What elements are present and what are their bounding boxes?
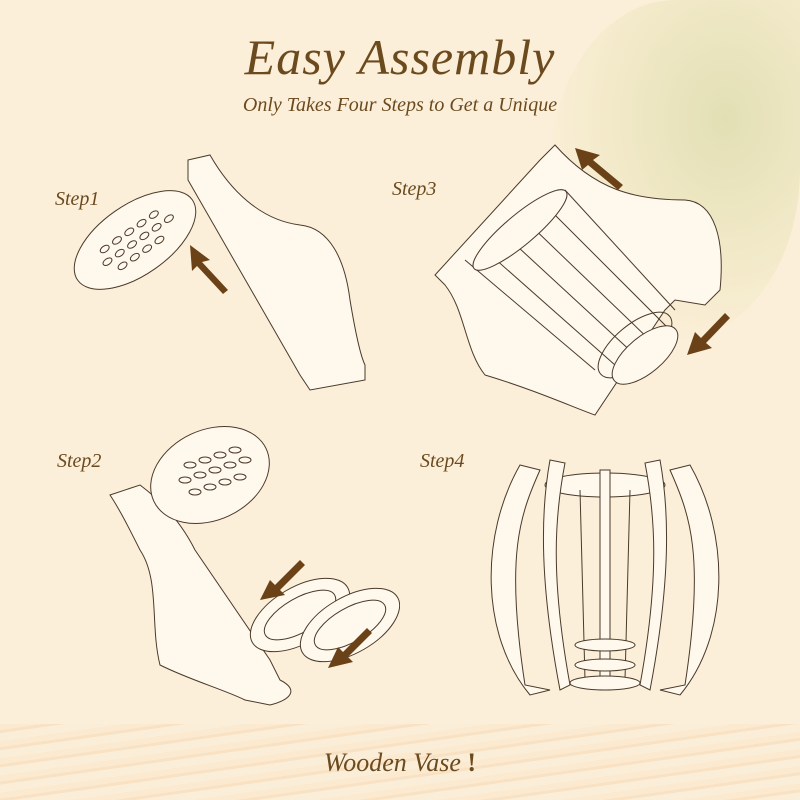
line-art	[238, 456, 252, 464]
arrow-icon	[190, 245, 228, 294]
line-art	[223, 461, 237, 469]
line-art	[124, 227, 135, 237]
line-art	[198, 456, 212, 464]
step1-diagram	[73, 154, 366, 391]
vase-panel	[109, 484, 292, 706]
line-art	[136, 218, 147, 228]
line-art	[112, 236, 122, 245]
line-art	[148, 210, 159, 219]
line-art	[564, 189, 676, 311]
step2-label: Step2	[57, 450, 102, 472]
footer-caption: Wooden Vase !	[0, 748, 800, 778]
line-art	[484, 249, 616, 366]
footer-exclaim: !	[467, 748, 477, 777]
line-art	[203, 483, 217, 491]
line-art	[178, 476, 192, 484]
step1-label: Step1	[55, 188, 100, 210]
line-art	[524, 219, 656, 346]
page-title: Easy Assembly	[244, 29, 556, 85]
line-art	[142, 244, 153, 253]
line-art	[193, 471, 207, 479]
line-art	[102, 257, 113, 266]
line-art	[233, 473, 247, 481]
ring	[569, 675, 641, 691]
top-disc	[150, 426, 270, 524]
line-art	[544, 204, 671, 331]
top-disc	[73, 190, 197, 290]
ring	[574, 638, 636, 652]
vase-panel	[490, 464, 551, 696]
wood-floor	[0, 724, 800, 800]
line-art	[228, 446, 242, 454]
line-art	[213, 451, 227, 459]
arrow-icon	[687, 313, 730, 355]
ring	[574, 658, 636, 672]
line-art	[127, 240, 137, 249]
vase-panel	[639, 459, 668, 691]
line-art	[178, 446, 252, 496]
footer-text: Wooden Vase	[323, 748, 461, 777]
line-art	[139, 231, 150, 241]
arrow-icon	[328, 628, 372, 668]
vase-panel	[187, 154, 366, 391]
top-disc	[472, 189, 568, 271]
vase-panel	[659, 464, 720, 696]
line-art	[114, 248, 125, 258]
step3-diagram	[434, 144, 730, 416]
line-art	[188, 488, 202, 496]
slats	[464, 189, 676, 371]
line-art	[99, 244, 110, 254]
page-subtitle: Only Takes Four Steps to Get a Unique	[242, 94, 558, 116]
line-art	[579, 489, 586, 681]
line-art	[163, 214, 174, 223]
line-art	[151, 223, 162, 232]
line-art	[154, 235, 165, 245]
line-art	[183, 461, 197, 469]
step4-diagram	[490, 459, 720, 696]
arrow-icon	[260, 560, 305, 600]
line-art	[117, 261, 128, 271]
line-art	[99, 210, 174, 271]
step2-diagram	[109, 426, 400, 706]
line-art	[208, 466, 222, 474]
line-art	[624, 489, 631, 681]
arrow-icon	[575, 148, 623, 190]
ring-outer	[611, 325, 679, 385]
line-art	[504, 234, 636, 356]
vase-panel	[542, 459, 571, 691]
line-art	[218, 478, 232, 486]
line-art	[129, 252, 140, 262]
vase-panel	[599, 469, 611, 691]
vase-panel	[434, 144, 722, 416]
line-art	[464, 259, 596, 371]
step4-label: Step4	[420, 450, 465, 472]
step3-label: Step3	[392, 178, 437, 200]
line-art	[73, 190, 197, 290]
